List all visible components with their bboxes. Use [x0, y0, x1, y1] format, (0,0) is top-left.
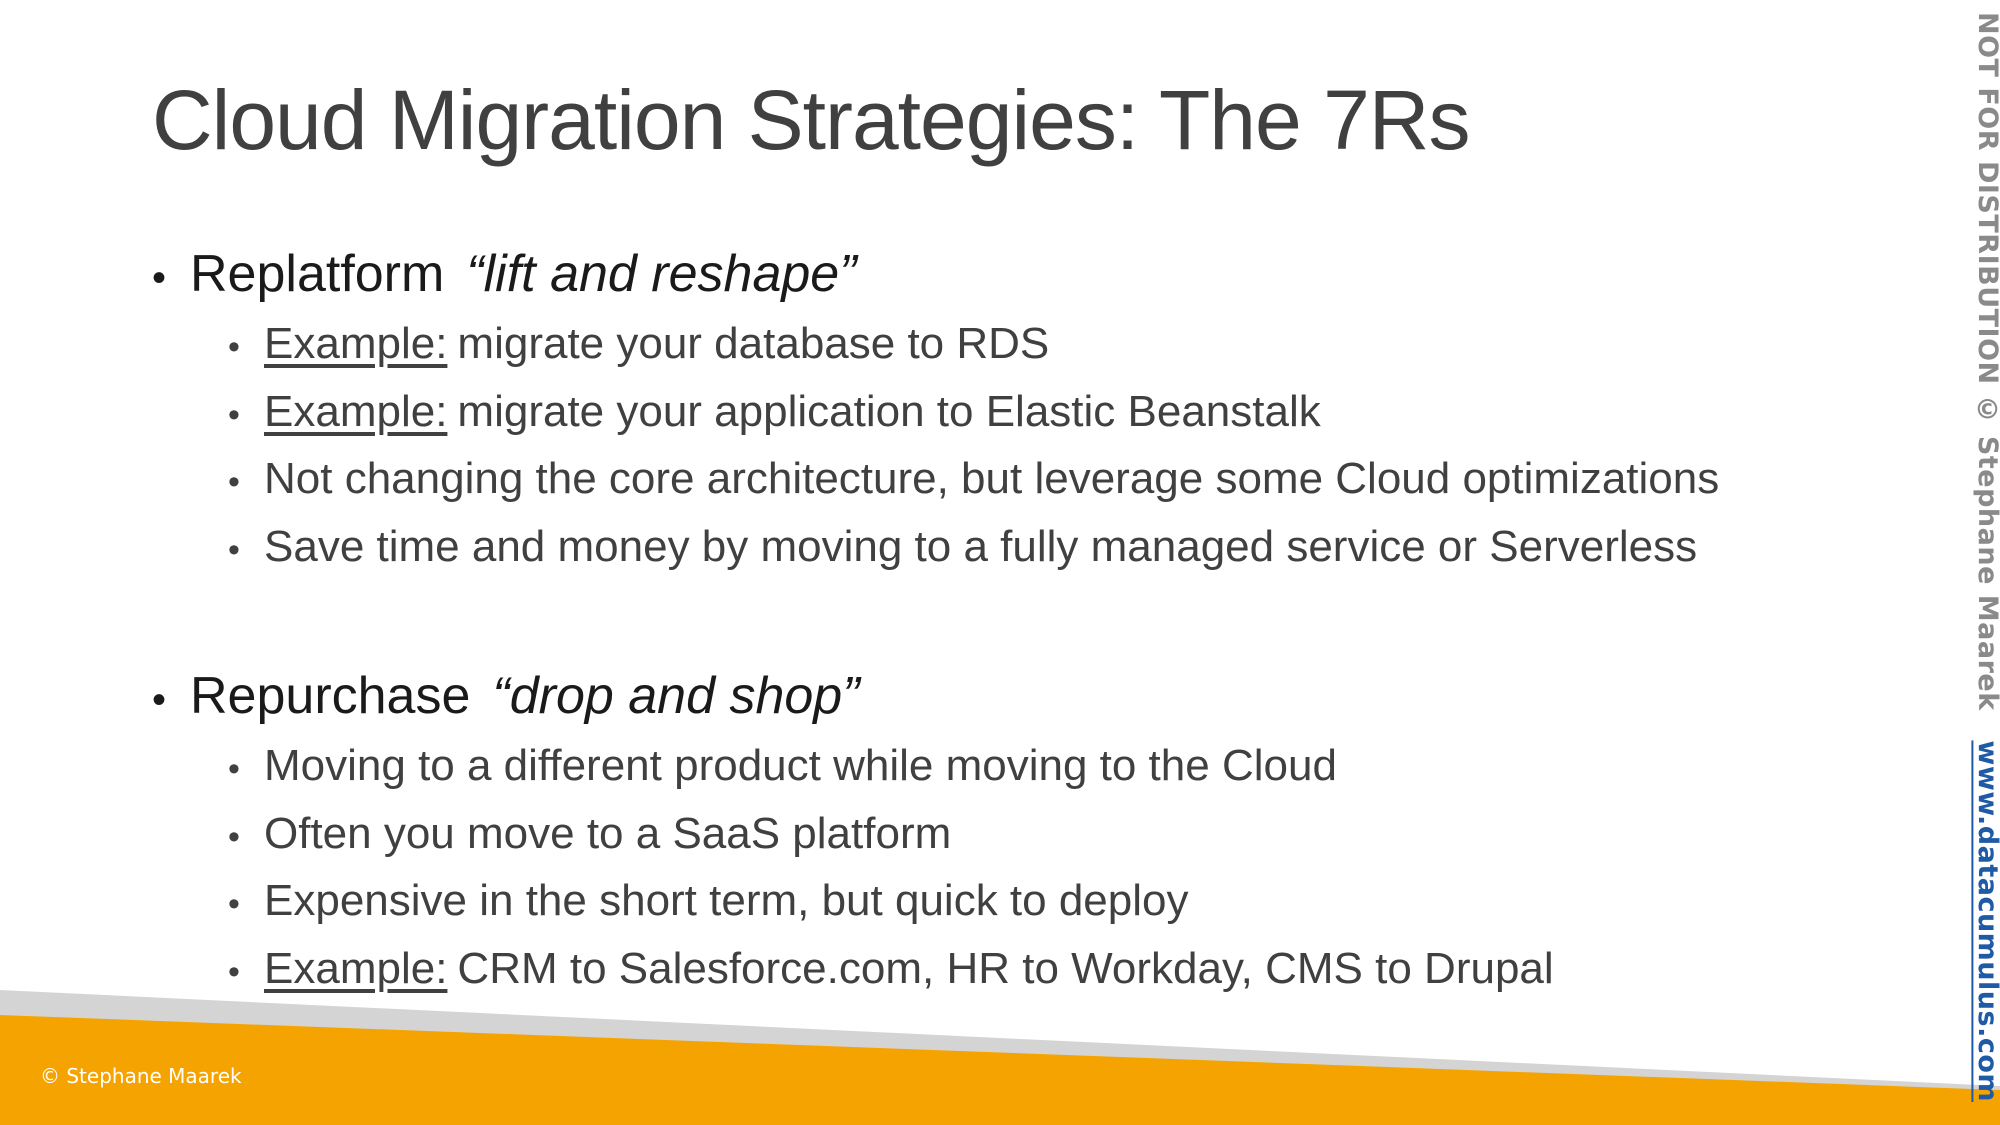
- section-term: Repurchase: [190, 667, 471, 725]
- list-item: • Example: CRM to Salesforce.com, HR to …: [228, 937, 1932, 1005]
- bullet-icon: •: [228, 328, 240, 366]
- item-text: Moving to a different product while movi…: [264, 741, 1337, 790]
- item-text: CRM to Salesforce.com, HR to Workday, CM…: [457, 943, 1554, 993]
- list-item: • Example: migrate your application to E…: [228, 380, 1932, 448]
- bullet-icon: •: [228, 463, 240, 501]
- section-items: • Moving to a different product while mo…: [152, 734, 1932, 1004]
- section-term: Replatform: [190, 245, 445, 303]
- section-repurchase: • Repurchase “drop and shop” • Moving to…: [152, 662, 1932, 1004]
- list-item: • Expensive in the short term, but quick…: [228, 869, 1932, 937]
- example-label: Example:: [264, 319, 448, 368]
- section-heading: • Replatform “lift and reshape”: [152, 240, 1932, 312]
- item-text: migrate your application to Elastic Bean…: [457, 386, 1321, 436]
- bullet-icon: •: [152, 678, 167, 722]
- section-items: • Example: migrate your database to RDS …: [152, 312, 1932, 582]
- watermark-site-link[interactable]: www.datacumulus.com: [1972, 740, 2000, 1103]
- example-label: Example:: [264, 943, 448, 993]
- item-text: Save time and money by moving to a fully…: [264, 521, 1698, 571]
- list-item: • Often you move to a SaaS platform: [228, 802, 1932, 870]
- bullet-icon: •: [228, 952, 240, 991]
- section-replatform: • Replatform “lift and reshape” • Exampl…: [152, 240, 1932, 582]
- list-item: • Example: migrate your database to RDS: [228, 312, 1932, 380]
- bullet-icon: •: [228, 885, 240, 923]
- item-text: Expensive in the short term, but quick t…: [264, 876, 1189, 925]
- list-item: • Not changing the core architecture, bu…: [228, 447, 1932, 515]
- watermark-spacer: [1972, 721, 2000, 731]
- bullet-icon: •: [228, 750, 240, 788]
- bullet-icon: •: [152, 256, 167, 300]
- footer-orange-band: [0, 1015, 2000, 1125]
- bullet-icon: •: [228, 530, 240, 569]
- list-item: • Moving to a different product while mo…: [228, 734, 1932, 802]
- section-heading: • Repurchase “drop and shop”: [152, 662, 1932, 734]
- item-text: Not changing the core architecture, but …: [264, 454, 1720, 503]
- item-text: Often you move to a SaaS platform: [264, 808, 952, 858]
- example-label: Example:: [264, 386, 448, 436]
- footer-copyright: © Stephane Maarek: [40, 1064, 242, 1088]
- footer-grey-band: [0, 990, 2000, 1092]
- section-quote: “lift and reshape”: [466, 245, 857, 303]
- slide-content: • Replatform “lift and reshape” • Exampl…: [152, 240, 1932, 1004]
- list-item: • Save time and money by moving to a ful…: [228, 515, 1932, 583]
- section-quote: “drop and shop”: [492, 667, 860, 725]
- bullet-icon: •: [228, 817, 240, 856]
- slide-title: Cloud Migration Strategies: The 7Rs: [152, 73, 1470, 167]
- footer-decoration: [0, 990, 2000, 1125]
- bullet-icon: •: [228, 395, 240, 434]
- distribution-watermark: NOT FOR DISTRIBUTION © Stephane Maarek w…: [1972, 12, 2000, 1102]
- watermark-notice: NOT FOR DISTRIBUTION © Stephane Maarek: [1972, 12, 2000, 711]
- item-text: migrate your database to RDS: [457, 319, 1050, 368]
